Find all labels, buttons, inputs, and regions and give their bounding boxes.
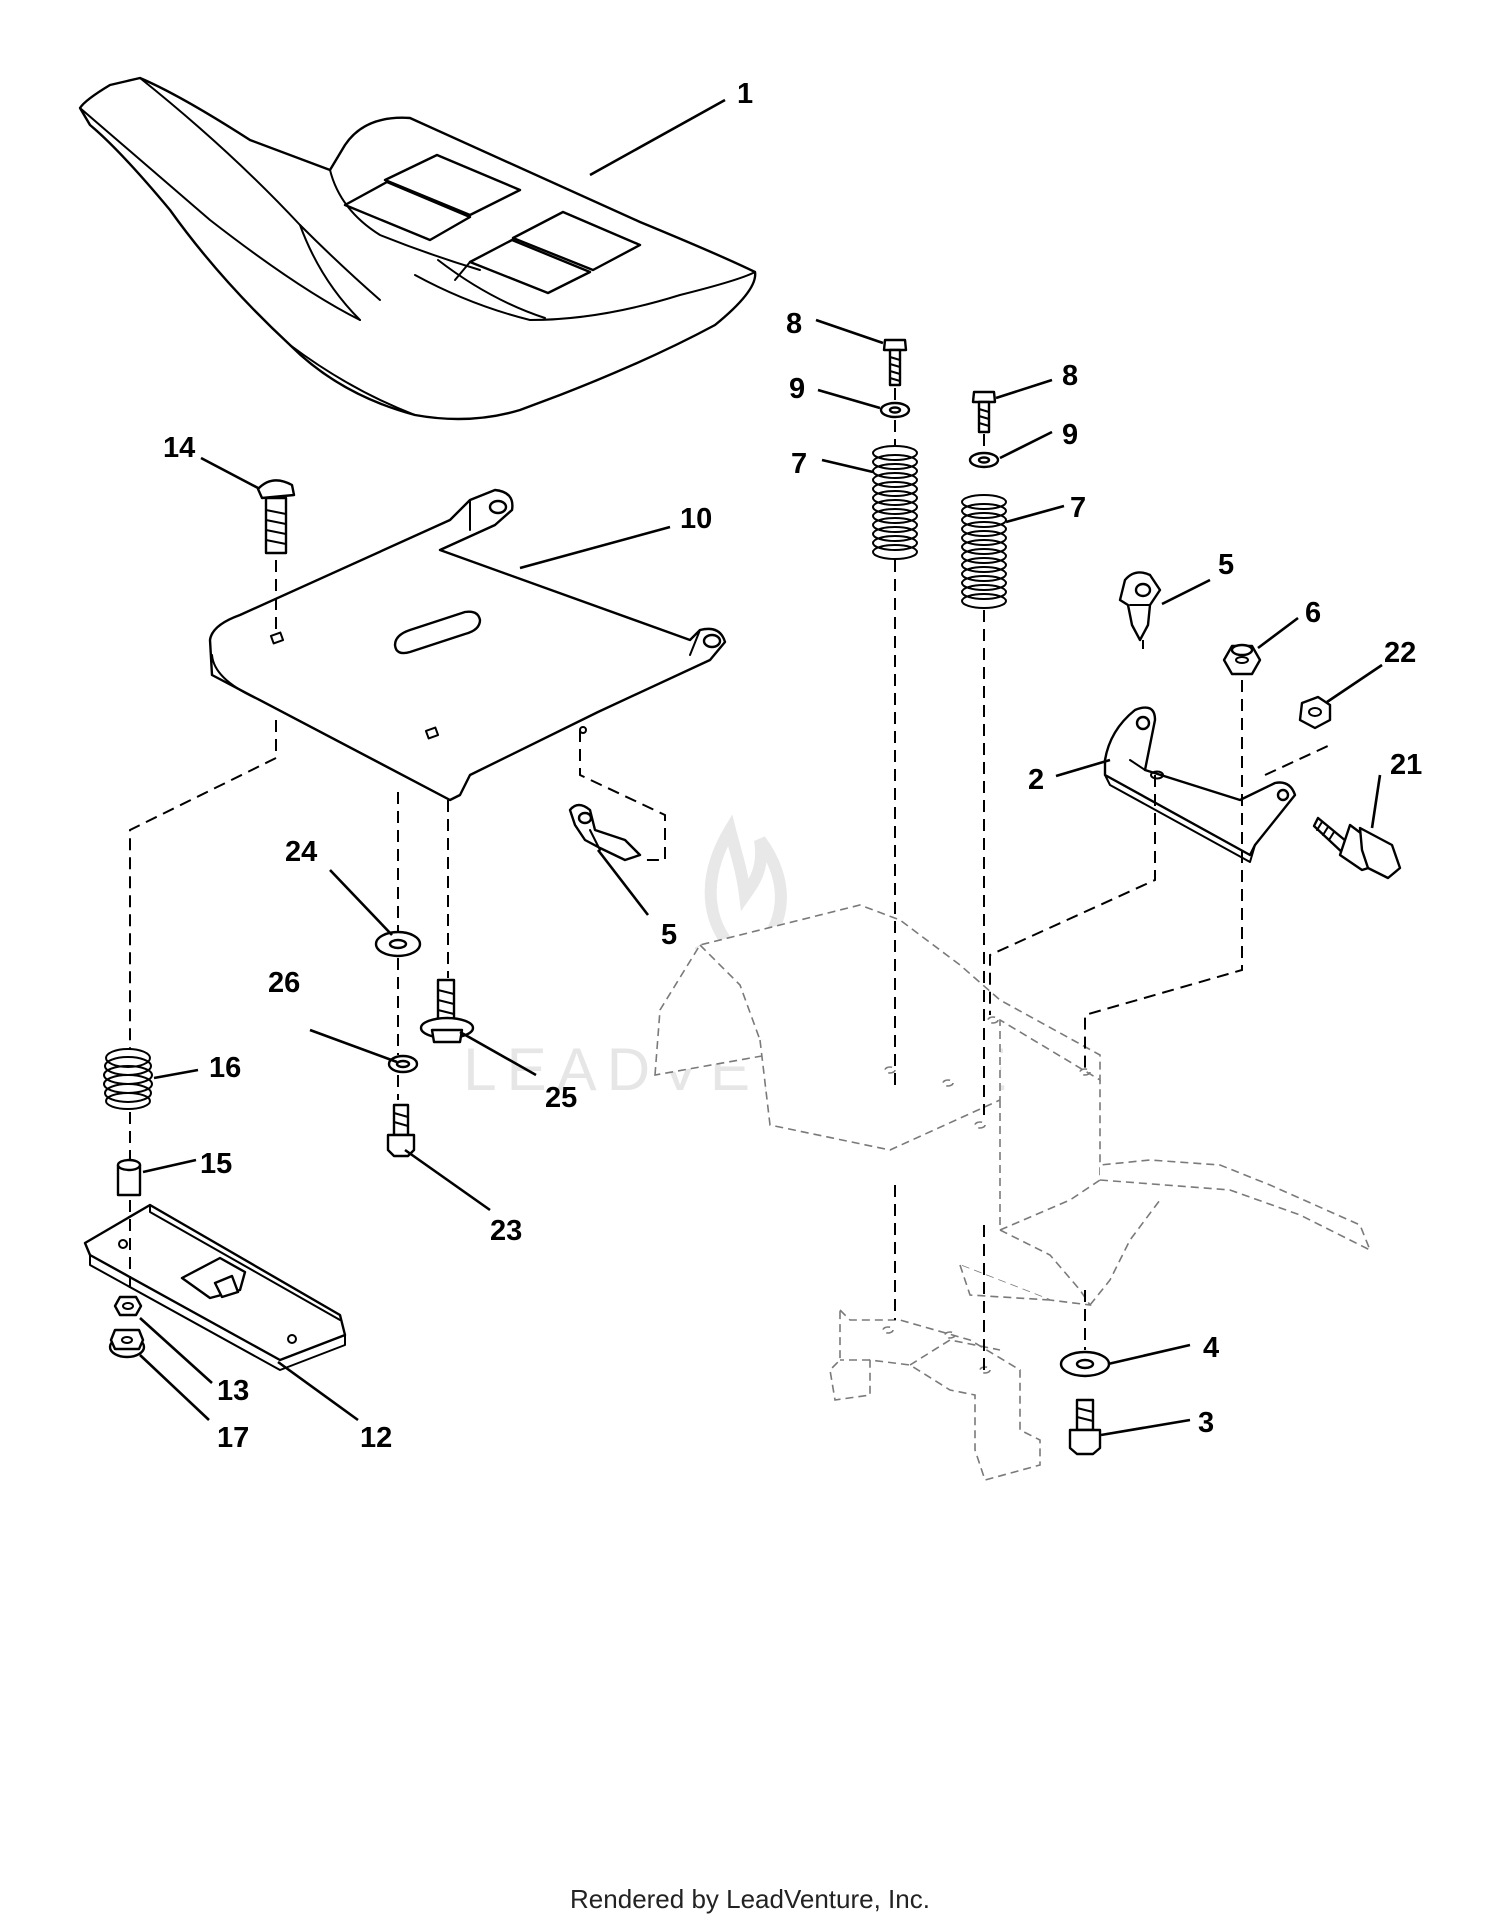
ghost-frame-deck xyxy=(654,904,1372,1481)
part-3-hex-bolt[interactable] xyxy=(1068,1398,1102,1456)
part-24-washer[interactable] xyxy=(374,930,422,958)
callout-numbers: 1 2 3 4 5 5 6 7 7 8 8 9 9 10 12 13 14 15… xyxy=(163,78,1422,1454)
part-22-nut[interactable] xyxy=(1298,695,1332,730)
part-23-hex-bolt[interactable] xyxy=(386,1103,416,1158)
part-21-shoulder-bolt[interactable] xyxy=(1312,816,1402,880)
callout-24: 24 xyxy=(285,836,317,868)
callout-10: 10 xyxy=(680,503,712,535)
callout-9-right: 9 xyxy=(1062,419,1078,451)
callout-5-right: 5 xyxy=(1218,549,1234,581)
part-1-seat[interactable] xyxy=(78,76,757,421)
callout-23: 23 xyxy=(490,1215,522,1247)
callout-26: 26 xyxy=(268,967,300,999)
callout-2: 2 xyxy=(1028,764,1044,796)
callout-4: 4 xyxy=(1203,1332,1219,1364)
callout-14: 14 xyxy=(163,432,195,464)
part-8-hex-bolt-left[interactable] xyxy=(882,338,908,387)
part-14-carriage-bolt[interactable] xyxy=(256,479,296,555)
callout-9-left: 9 xyxy=(789,373,805,405)
part-17-flange-nut[interactable] xyxy=(108,1328,146,1359)
part-10-seat-pan[interactable] xyxy=(208,488,727,802)
callout-7-left: 7 xyxy=(791,448,807,480)
callout-17: 17 xyxy=(217,1422,249,1454)
callout-21: 21 xyxy=(1390,749,1422,781)
part-12-mounting-plate[interactable] xyxy=(83,1203,347,1371)
callout-16: 16 xyxy=(209,1052,241,1084)
callout-7-right: 7 xyxy=(1070,492,1086,524)
callout-13: 13 xyxy=(217,1375,249,1407)
part-7-spring-left[interactable] xyxy=(872,445,918,560)
part-9-washer-left[interactable] xyxy=(879,401,911,419)
callout-8-right: 8 xyxy=(1062,360,1078,392)
callout-leaders xyxy=(139,98,1383,1437)
callout-12: 12 xyxy=(360,1422,392,1454)
callout-15: 15 xyxy=(200,1148,232,1180)
part-5-seat-clip-right[interactable] xyxy=(1118,571,1162,642)
callout-25: 25 xyxy=(545,1082,577,1114)
callout-6: 6 xyxy=(1305,597,1321,629)
callout-1: 1 xyxy=(737,78,753,110)
part-13-nut[interactable] xyxy=(113,1295,143,1317)
part-8-hex-bolt-right[interactable] xyxy=(971,390,997,434)
part-26-lock-washer[interactable] xyxy=(387,1054,419,1074)
part-7-spring-right[interactable] xyxy=(961,494,1007,609)
callout-3: 3 xyxy=(1198,1407,1214,1439)
callout-22: 22 xyxy=(1384,637,1416,669)
part-4-flat-washer[interactable] xyxy=(1059,1350,1111,1378)
callout-5-left: 5 xyxy=(661,919,677,951)
part-5-seat-clip-left[interactable] xyxy=(568,803,642,862)
footer-credit: Rendered by LeadVenture, Inc. xyxy=(570,1884,930,1914)
part-15-spacer[interactable] xyxy=(116,1158,142,1197)
part-2-pivot-bracket[interactable] xyxy=(1103,706,1297,863)
part-16-spring[interactable] xyxy=(103,1048,153,1110)
part-6-lock-nut[interactable] xyxy=(1222,643,1262,676)
callout-8-left: 8 xyxy=(786,308,802,340)
part-25-shoulder-bolt[interactable] xyxy=(419,978,475,1044)
part-9-washer-right[interactable] xyxy=(968,451,1000,469)
assembly-dashed-lines xyxy=(129,388,1331,1370)
